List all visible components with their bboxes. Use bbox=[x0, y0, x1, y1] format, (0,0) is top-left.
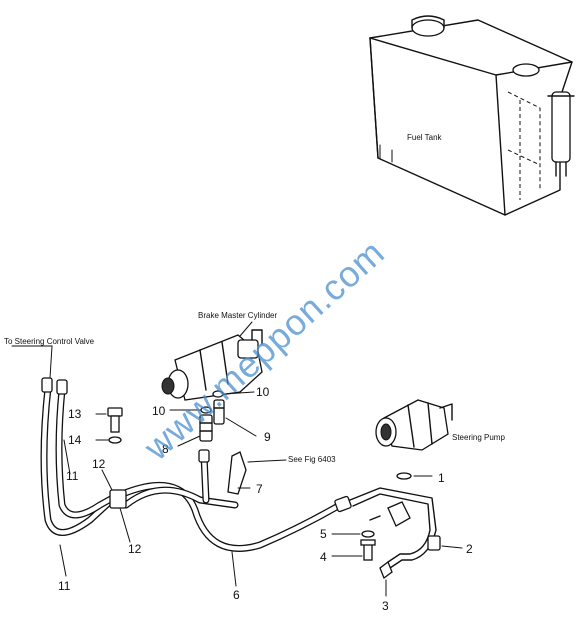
tube-assembly bbox=[349, 487, 441, 580]
callout-9: 9 bbox=[264, 430, 271, 444]
tee-connector bbox=[109, 489, 127, 509]
callout-3: 3 bbox=[382, 599, 389, 613]
callout-13: 13 bbox=[68, 407, 82, 421]
clamp-bracket bbox=[387, 501, 411, 527]
callout-14: 14 bbox=[68, 433, 82, 447]
callout-10-lower: 10 bbox=[152, 404, 166, 418]
steering-pump: Steering Pump bbox=[375, 399, 505, 480]
callout-8: 8 bbox=[162, 442, 169, 456]
callout-6: 6 bbox=[233, 588, 240, 602]
fittings-group bbox=[199, 390, 247, 495]
o-ring-10-lower bbox=[200, 406, 212, 414]
washer-5 bbox=[361, 530, 375, 538]
brake-master-cylinder-label: Brake Master Cylinder bbox=[198, 311, 277, 320]
see-fig-label: See Fig 6403 bbox=[288, 455, 336, 464]
callout-numbers: 1 2 3 4 5 6 7 8 9 10 10 11 11 12 12 13 1… bbox=[58, 385, 473, 613]
fitting-9 bbox=[213, 399, 225, 425]
hoses bbox=[40, 377, 352, 552]
callout-leaders bbox=[11, 345, 463, 597]
fitting-2 bbox=[427, 535, 441, 551]
callout-12-upper: 12 bbox=[92, 457, 106, 471]
callout-12-lower: 12 bbox=[128, 542, 142, 556]
callout-10-upper: 10 bbox=[256, 385, 270, 399]
callout-5: 5 bbox=[320, 527, 327, 541]
callout-7: 7 bbox=[256, 482, 263, 496]
callout-11-upper: 11 bbox=[66, 469, 79, 483]
fitting-8 bbox=[199, 414, 213, 442]
fuel-tank-label: Fuel Tank bbox=[407, 133, 443, 142]
callout-4: 4 bbox=[320, 550, 327, 564]
tube-see-fig bbox=[227, 451, 247, 495]
callout-1: 1 bbox=[438, 471, 445, 485]
o-ring-10-upper bbox=[212, 390, 224, 398]
bolt-13-group bbox=[107, 407, 123, 444]
to-steering-control-valve-label: To Steering Control Valve bbox=[4, 337, 95, 346]
fuel-tank: Fuel Tank bbox=[369, 15, 575, 216]
steering-pump-label: Steering Pump bbox=[452, 433, 505, 442]
callout-11-lower: 11 bbox=[58, 579, 71, 593]
callout-2: 2 bbox=[466, 542, 473, 556]
o-ring-1 bbox=[396, 472, 412, 480]
brake-master-cylinder: Brake Master Cylinder bbox=[161, 311, 277, 401]
